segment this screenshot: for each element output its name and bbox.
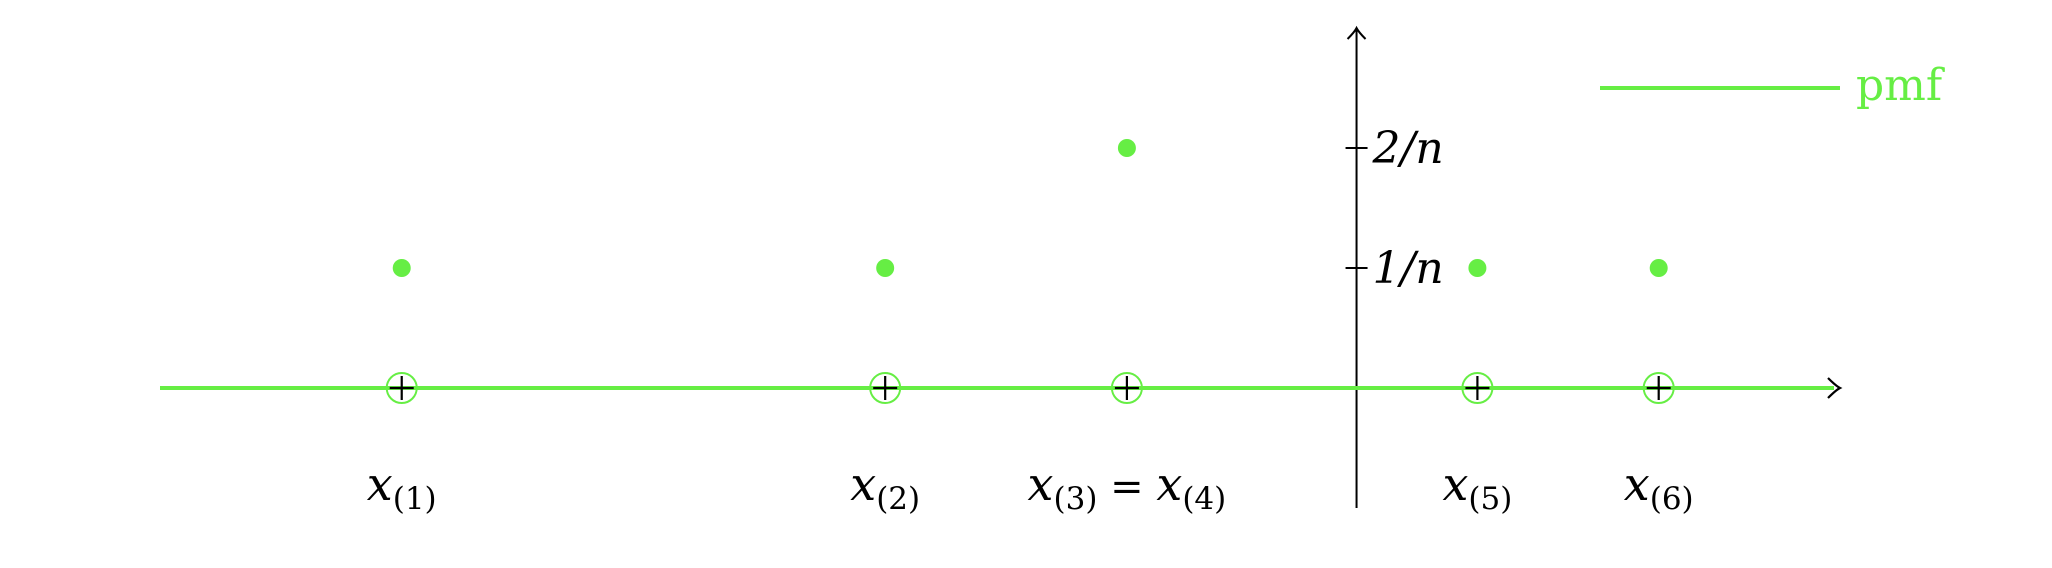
sample-marker-circle-6: [1642, 372, 1675, 404]
legend-label-pmf: pmf: [1856, 60, 1945, 111]
y-tick-label-2: 2/n: [1372, 123, 1444, 174]
sample-marker-circle-3: [1110, 372, 1143, 404]
pmf-point-4: [1468, 259, 1487, 277]
sample-marker-circle-1: [385, 372, 418, 404]
pmf-point-5: [1649, 259, 1668, 277]
sample-labels: x(1) x(2) x(3) = x(4) x(5) x(6): [367, 457, 1694, 517]
sample-label-3: x(3) = x(4): [1028, 457, 1227, 517]
sample-label-4: x(5): [1442, 457, 1512, 517]
pmf-point-2: [876, 259, 895, 277]
sample-label-2: x(2): [850, 457, 920, 517]
y-ticks: 1/n 2/n: [1345, 123, 1444, 294]
sample-marker-circle-5: [1461, 372, 1494, 404]
sample-marker-circle-2: [869, 372, 902, 404]
pmf-point-1: [392, 259, 411, 277]
x-axis-arrowhead: [1827, 377, 1843, 399]
y-tick-label-1: 1/n: [1373, 243, 1444, 294]
pmf-point-3: [1117, 139, 1136, 157]
y-axis-arrowhead: [1346, 25, 1367, 40]
legend: pmf: [1600, 60, 1945, 111]
pmf-series: [160, 139, 1834, 404]
sample-label-1: x(1): [367, 457, 437, 517]
sample-label-5: x(6): [1624, 457, 1694, 517]
